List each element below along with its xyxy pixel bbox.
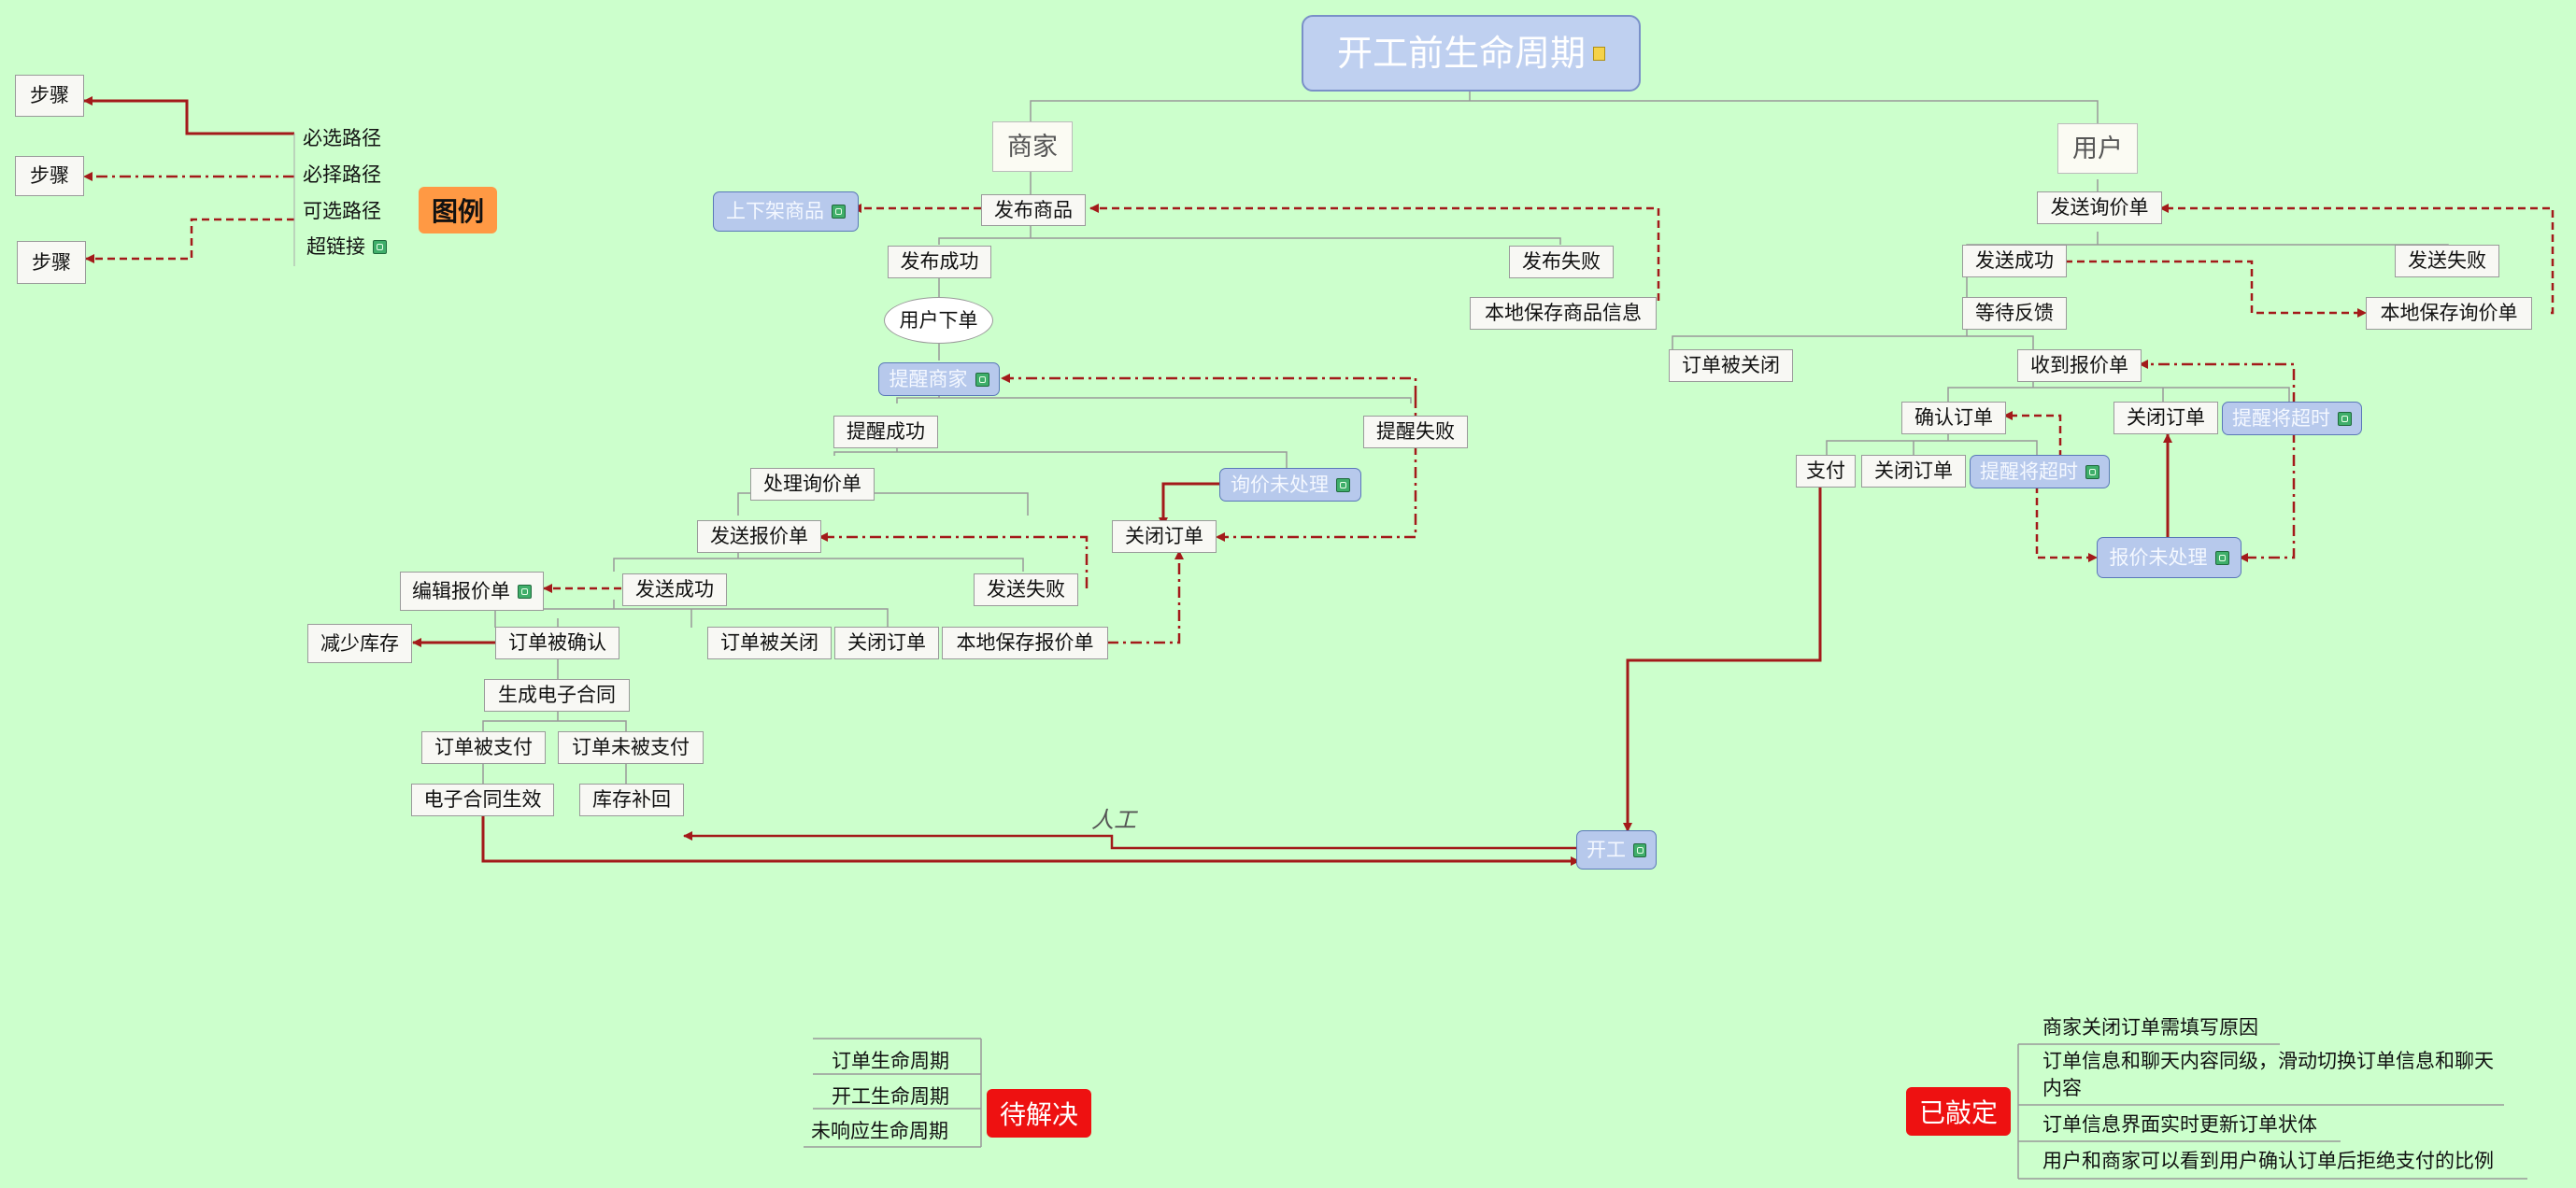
hyperlink-icon [373,239,387,254]
user-close-order-2-node[interactable]: 关闭订单 [1861,455,1966,488]
legend-must-choose-path: 必择路径 [303,163,381,186]
handle-inquiry-node[interactable]: 处理询价单 [750,468,875,501]
legend-optional-path: 可选路径 [303,199,381,222]
root-title: 开工前生命周期 [1336,33,1586,74]
send-success-node[interactable]: 发送成功 [622,573,727,606]
legend-step-1: 步骤 [15,75,84,117]
send-quote-node[interactable]: 发送报价单 [697,520,821,553]
legend-tag[interactable]: 图例 [419,187,497,233]
hyperlink-icon [832,205,846,219]
remind-timeout-2-link[interactable]: 提醒将超时 [1970,455,2110,488]
start-work-link[interactable]: 开工 [1576,830,1657,870]
remind-fail-node[interactable]: 提醒失败 [1363,416,1468,448]
hyperlink-icon [975,372,989,387]
user-branch[interactable]: 用户 [2057,123,2138,174]
pending-item-1: 订单生命周期 [832,1049,949,1072]
user-order-closed-node[interactable]: 订单被关闭 [1669,349,1793,382]
remind-timeout-1-link[interactable]: 提醒将超时 [2222,402,2362,435]
list-brackets [804,1038,2527,1180]
close-order-node[interactable]: 关闭订单 [1112,520,1217,553]
decided-item-4: 用户和商家可以看到用户确认订单后拒绝支付的比例 [2042,1149,2494,1172]
receive-quote-node[interactable]: 收到报价单 [2017,349,2142,382]
order-confirmed-node[interactable]: 订单被确认 [495,627,619,659]
pending-item-3: 未响应生命周期 [811,1119,948,1142]
decided-tag[interactable]: 已敲定 [1906,1087,2011,1136]
hyperlink-icon [2338,411,2352,426]
publish-fail-node[interactable]: 发布失败 [1509,246,1614,278]
hyperlink-icon [518,584,532,599]
contract-effective-node[interactable]: 电子合同生效 [411,784,554,816]
publish-product-node[interactable]: 发布商品 [981,194,1086,226]
pay-node[interactable]: 支付 [1796,455,1856,488]
decided-item-3: 订单信息界面实时更新订单状体 [2042,1112,2317,1136]
restock-node[interactable]: 库存补回 [579,784,684,816]
hyperlink-icon [1633,842,1646,857]
legend-step-2: 步骤 [15,156,84,196]
reduce-stock-node[interactable]: 减少库存 [307,624,412,663]
merchant-branch[interactable]: 商家 [992,121,1073,172]
root-title-node[interactable]: 开工前生命周期 [1302,15,1641,92]
hyperlink-icon [2214,550,2229,565]
user-order-node[interactable]: 用户下单 [884,297,993,344]
flow-arrows [412,204,2555,866]
edit-quote-node[interactable]: 编辑报价单 [400,572,544,611]
order-paid-node[interactable]: 订单被支付 [421,731,546,764]
save-inquiry-local-node[interactable]: 本地保存询价单 [2366,297,2532,330]
confirm-order-node[interactable]: 确认订单 [1901,402,2006,434]
pending-tag[interactable]: 待解决 [987,1089,1091,1138]
user-close-order-node[interactable]: 关闭订单 [2113,402,2218,434]
note-icon[interactable] [1593,46,1605,61]
close-order-2-node[interactable]: 关闭订单 [834,627,939,659]
listing-product-link[interactable]: 上下架商品 [713,191,859,232]
pending-item-2: 开工生命周期 [832,1084,949,1108]
order-closed-node[interactable]: 订单被关闭 [707,627,832,659]
gen-contract-node[interactable]: 生成电子合同 [484,679,630,712]
legend-lines [83,96,295,266]
user-send-fail-node[interactable]: 发送失败 [2395,245,2499,277]
legend-required-path: 必选路径 [303,126,381,149]
decided-item-2: 订单信息和聊天内容同级，滑动切换订单信息和聊天内容 [2042,1050,2494,1100]
legend-step-3: 步骤 [17,241,86,284]
order-unpaid-node[interactable]: 订单未被支付 [558,731,704,764]
quote-unhandled-link[interactable]: 报价未处理 [2097,537,2242,578]
save-product-local-node[interactable]: 本地保存商品信息 [1470,297,1657,330]
inquiry-unhandled-link[interactable]: 询价未处理 [1219,468,1361,502]
user-send-success-node[interactable]: 发送成功 [1962,245,2067,277]
hyperlink-icon [1336,477,1350,492]
remind-merchant-link[interactable]: 提醒商家 [878,362,1000,396]
legend-hyperlink: 超链接 [301,230,422,263]
decided-item-1: 商家关闭订单需填写原因 [2042,1015,2258,1039]
send-inquiry-node[interactable]: 发送询价单 [2037,191,2162,224]
wait-feedback-node[interactable]: 等待反馈 [1962,297,2067,330]
remind-success-node[interactable]: 提醒成功 [833,416,938,448]
hyperlink-icon [2085,464,2099,479]
manual-label: 人工 [1091,807,1136,833]
send-fail-node[interactable]: 发送失败 [974,573,1078,606]
save-quote-local-node[interactable]: 本地保存报价单 [942,627,1108,659]
publish-success-node[interactable]: 发布成功 [888,246,991,278]
